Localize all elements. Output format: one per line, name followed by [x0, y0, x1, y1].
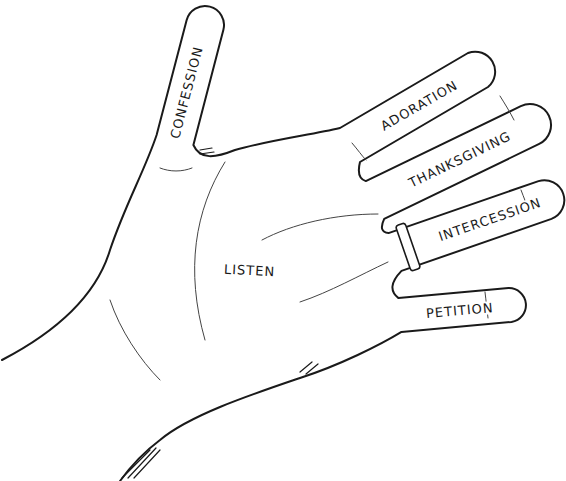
ring	[395, 223, 420, 272]
finger-crease	[352, 143, 366, 160]
hatch	[200, 152, 214, 154]
hatch	[134, 450, 160, 478]
finger-crease	[500, 96, 514, 120]
shading	[122, 148, 318, 478]
hatch	[128, 448, 156, 478]
hand-fill	[0, 6, 564, 481]
wrist-crease	[110, 300, 160, 380]
hatch	[122, 450, 150, 478]
hatch	[306, 364, 318, 374]
head-line	[300, 262, 388, 302]
life-line	[195, 162, 225, 340]
hatch	[200, 148, 212, 150]
thumb-crease	[160, 168, 192, 171]
palm-label: LISTEN	[222, 262, 278, 278]
hand-outline	[2, 6, 564, 481]
heart-line	[262, 214, 378, 240]
